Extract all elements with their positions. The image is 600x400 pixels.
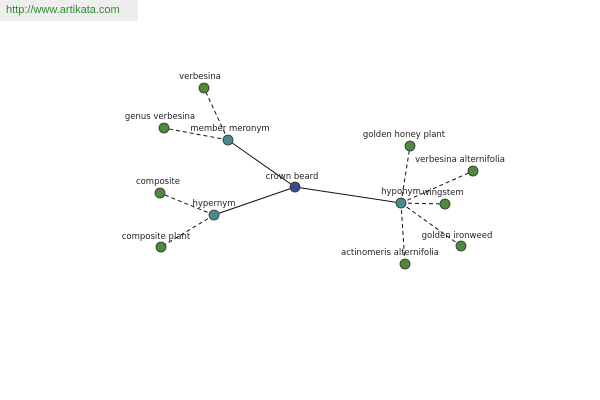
node-label-valt: verbesina alternifolia	[415, 155, 505, 165]
node-label-root: crown beard	[266, 172, 319, 182]
edge-hypo-ghp	[400, 145, 411, 204]
node-ghp[interactable]	[404, 140, 416, 152]
node-label-acta: actinomeris alternifolia	[341, 248, 439, 258]
edge-hypo-giw	[400, 202, 462, 247]
edge-hyper-compp	[160, 214, 215, 248]
edge-root-mer	[227, 139, 296, 188]
node-hypo[interactable]	[395, 197, 407, 209]
node-giw[interactable]	[455, 240, 467, 252]
node-label-ghp: golden honey plant	[363, 130, 446, 140]
node-valt[interactable]	[467, 165, 479, 177]
node-label-giw: golden ironweed	[422, 231, 493, 241]
node-genv[interactable]	[158, 122, 170, 134]
edge-mer-verb	[203, 87, 229, 141]
node-label-wing: wingstem	[422, 188, 463, 198]
edge-hypo-acta	[400, 202, 406, 265]
edge-hypo-wing	[400, 202, 446, 205]
node-verb[interactable]	[198, 82, 210, 94]
node-layer	[154, 82, 479, 270]
site-url-link[interactable]: http://www.artikata.com	[6, 4, 120, 16]
edge-root-hypo	[294, 186, 402, 204]
node-mer[interactable]	[222, 134, 234, 146]
node-label-genv: genus verbesina	[125, 112, 195, 122]
node-comp[interactable]	[154, 187, 166, 199]
node-label-compp: composite plant	[122, 232, 191, 242]
edge-mer-genv	[163, 127, 229, 141]
node-label-hypo: hyponym	[381, 187, 421, 197]
node-label-mer: member meronym	[190, 124, 269, 134]
edge-hypo-valt	[400, 170, 474, 204]
label-layer: crown beard member meronym hypernym hyponym…	[122, 72, 505, 258]
node-hyper[interactable]	[208, 209, 220, 221]
edge-root-hyper	[213, 186, 296, 216]
node-label-comp: composite	[136, 177, 180, 187]
site-banner: http://www.artikata.com	[0, 0, 138, 21]
edge-layer	[159, 87, 474, 265]
node-root[interactable]	[289, 181, 301, 193]
node-label-verb: verbesina	[179, 72, 221, 82]
node-wing[interactable]	[439, 198, 451, 210]
node-acta[interactable]	[399, 258, 411, 270]
edge-hyper-comp	[159, 192, 215, 216]
node-label-hyper: hypernym	[192, 199, 235, 209]
node-compp[interactable]	[155, 241, 167, 253]
